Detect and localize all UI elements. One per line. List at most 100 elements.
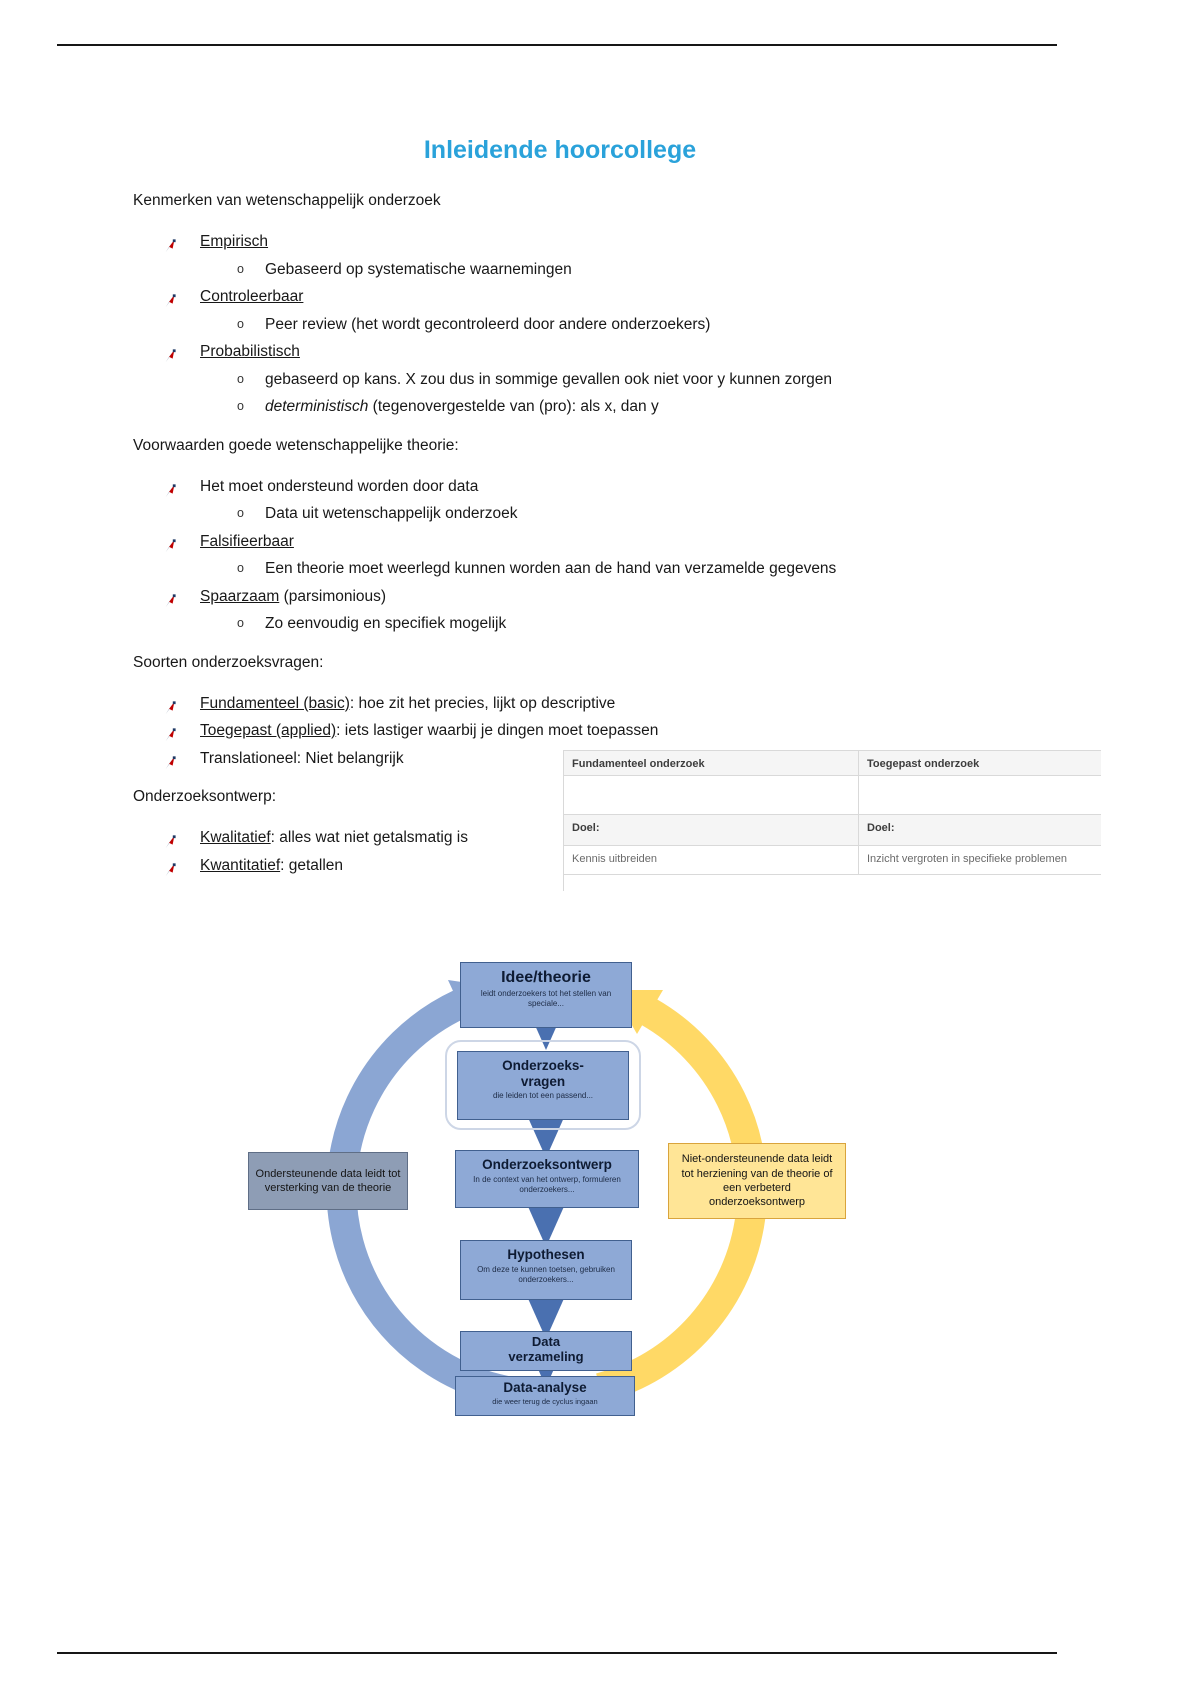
onderzoek-comparison-table: Fundamenteel onderzoek Toegepast onderzo… <box>563 750 1101 891</box>
bullet-label: : hoe zit het precies, lijkt op descript… <box>349 694 616 712</box>
bottom-rule <box>57 1652 1057 1654</box>
bullet-label-underlined: Fundamenteel (basic) <box>200 694 350 712</box>
bullet-plane-icon <box>163 724 177 742</box>
node-onderzoeksvragen: Onderzoeks-vragen die leiden tot een pas… <box>457 1051 629 1120</box>
node-title: Onderzoeksontwerp <box>482 1157 612 1172</box>
list-item: Empirisch <box>133 228 993 256</box>
sub-label: Zo eenvoudig en specifiek mogelijk <box>265 615 507 632</box>
bullet-label-underlined: Falsifieerbaar <box>200 532 294 550</box>
bullet-plane-icon <box>163 290 177 308</box>
list-item: Probabilistisch <box>133 338 993 366</box>
bullet-plane-icon <box>163 235 177 253</box>
note-nonsupporting-data: Niet-ondersteunende data leidt tot herzi… <box>668 1143 846 1219</box>
sub-label: Data uit wetenschappelijk onderzoek <box>265 505 518 522</box>
sub-label: (tegenovergestelde van (pro): als x, dan… <box>368 398 659 415</box>
bullet-label: Het moet ondersteund worden door data <box>200 477 479 495</box>
bullet-plane-icon <box>163 859 177 876</box>
bullet-label-underlined: Probabilistisch <box>200 343 300 360</box>
node-subtext: leidt onderzoekers tot het stellen van s… <box>480 989 612 1009</box>
node-vragen-outline <box>445 1040 641 1130</box>
circle-bullet: o <box>237 616 244 630</box>
bullet-label: Translationeel: Niet belangrijk <box>200 749 404 767</box>
node-idee-theorie: Idee/theorie leidt onderzoekers tot het … <box>460 962 632 1028</box>
table-row: Kennis uitbreiden Inzicht vergroten in s… <box>564 846 1101 875</box>
section-heading-kenmerken: Kenmerken van wetenschappelijk onderzoek <box>133 192 441 209</box>
sub-list-item: o Peer review (het wordt gecontroleerd d… <box>133 311 993 339</box>
document-body: Kenmerken van wetenschappelijk onderzoek… <box>133 190 993 879</box>
bullet-plane-icon <box>163 752 177 769</box>
node-subtext: In de context van het ontwerp, formulere… <box>473 1174 621 1194</box>
bullet-plane-icon <box>163 480 177 497</box>
bullet-plane-icon <box>163 535 177 552</box>
list-item: Translationeel: Niet belangrijk <box>133 745 993 773</box>
circle-bullet: o <box>237 561 244 575</box>
section-heading-ontwerp: Onderzoeksontwerp: <box>133 788 277 805</box>
bullet-label: (parsimonious) <box>279 587 387 605</box>
list-item: Spaarzaam (parsimonious) <box>133 583 993 611</box>
circle-bullet: o <box>237 506 244 520</box>
table-row: Doel: Doel: <box>564 815 1101 846</box>
sub-label: Peer review (het wordt gecontroleerd doo… <box>265 315 711 333</box>
research-cycle-diagram: Idee/theorie leidt onderzoekers tot het … <box>200 940 900 1440</box>
sub-list-item: o deterministisch (tegenovergestelde van… <box>133 393 993 421</box>
sub-list-item: o Zo eenvoudig en specifiek mogelijk <box>133 610 993 638</box>
node-data-verzameling: Data verzameling <box>460 1331 632 1371</box>
table-header-cell: Toegepast onderzoek <box>867 758 980 770</box>
node-data-analyse: Data-analyse die weer terug de cyclus in… <box>455 1376 635 1416</box>
bullet-plane-icon <box>163 590 177 607</box>
table-cell: Inzicht vergroten in specifieke probleme… <box>867 853 1067 865</box>
note-supporting-data: Ondersteunende data leidt tot versterkin… <box>248 1152 408 1210</box>
section-heading-voorwaarden: Voorwaarden goede wetenschappelijke theo… <box>133 436 459 454</box>
sub-label: Een theorie moet weerlegd kunnen worden … <box>265 560 837 577</box>
circle-bullet: o <box>237 371 244 386</box>
bullet-label-underlined: Spaarzaam <box>200 587 280 605</box>
table-header-row: Fundamenteel onderzoek Toegepast onderzo… <box>564 751 1101 776</box>
list-item: Controleerbaar <box>133 283 993 311</box>
node-title: Onderzoeks-vragen <box>502 1058 584 1089</box>
sub-list-item: o Gebaseerd op systematische waarneminge… <box>133 256 993 284</box>
circle-bullet: o <box>237 261 244 276</box>
node-title: Hypothesen <box>507 1247 585 1262</box>
circle-bullet: o <box>237 316 244 331</box>
bullet-plane-icon <box>163 831 177 849</box>
table-cell <box>564 776 859 814</box>
node-subtext: Om deze te kunnen toetsen, gebruiken ond… <box>477 1264 615 1284</box>
node-onderzoeksontwerp: Onderzoeksontwerp In de context van het … <box>455 1150 639 1208</box>
list-item: Fundamenteel (basic): hoe zit het precie… <box>133 690 993 718</box>
node-title: Idee/theorie <box>501 969 591 986</box>
node-subtext: die leiden tot een passend... <box>492 1091 594 1101</box>
section-heading-soorten: Soorten onderzoeksvragen: <box>133 653 324 671</box>
sub-list-item: o Een theorie moet weerlegd kunnen worde… <box>133 555 993 583</box>
table-cell <box>859 776 1101 814</box>
list-item: Kwalitatief: alles wat niet getalsmatig … <box>133 824 993 852</box>
table-header-cell: Fundamenteel onderzoek <box>564 751 859 775</box>
circle-bullet: o <box>237 399 244 413</box>
sub-label: gebaseerd op kans. X zou dus in sommige … <box>265 370 832 388</box>
bullet-label: : alles wat niet getalsmatig is <box>270 829 468 846</box>
table-cell: Doel: <box>867 822 895 834</box>
bullet-label-underlined: Empirisch <box>200 233 269 250</box>
list-item: Toegepast (applied): iets lastiger waarb… <box>133 717 993 745</box>
bullet-label: : getallen <box>280 856 344 874</box>
list-item: Kwantitatief: getallen <box>133 852 993 880</box>
sub-label-italic: deterministisch <box>265 398 369 415</box>
bullet-label: : iets lastiger waarbij je dingen moet t… <box>336 722 659 739</box>
node-hypothesen: Hypothesen Om deze te kunnen toetsen, ge… <box>460 1240 632 1300</box>
sub-label: Gebaseerd op systematische waarnemingen <box>265 260 572 278</box>
table-cell: Kennis uitbreiden <box>564 846 859 874</box>
bullet-label-underlined: Kwalitatief <box>200 829 271 846</box>
node-subtext: die weer terug de cyclus ingaan <box>492 1396 598 1406</box>
list-item: Falsifieerbaar <box>133 528 993 556</box>
sub-list-item: o Data uit wetenschappelijk onderzoek <box>133 500 993 528</box>
table-cell: Doel: <box>564 815 859 845</box>
bullet-plane-icon <box>163 345 177 363</box>
bullet-plane-icon <box>163 697 177 714</box>
node-title: Data-analyse <box>503 1380 587 1395</box>
sub-list-item: o gebaseerd op kans. X zou dus in sommig… <box>133 366 993 394</box>
bullet-label-underlined: Toegepast (applied) <box>200 722 337 739</box>
node-title: Data verzameling <box>508 1334 584 1364</box>
list-item: Het moet ondersteund worden door data <box>133 473 993 501</box>
table-row <box>564 776 1101 815</box>
bullet-label-underlined: Kwantitatief <box>200 856 281 874</box>
